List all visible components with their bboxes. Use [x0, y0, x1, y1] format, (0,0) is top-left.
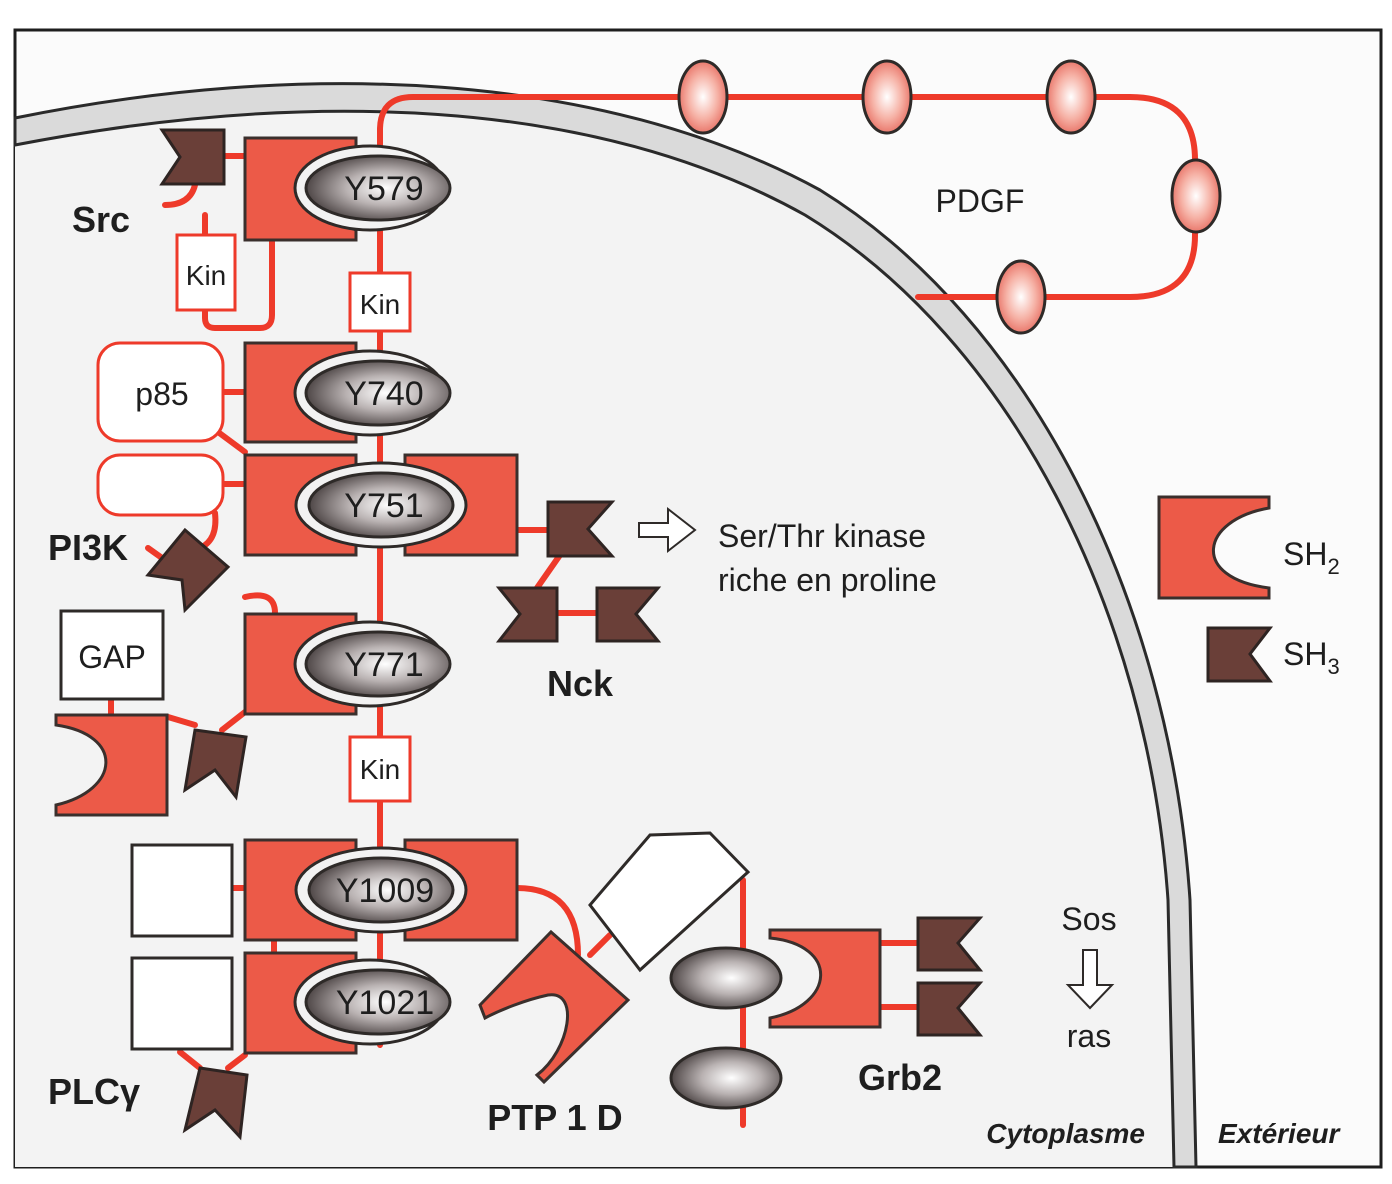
svg-text:Y751: Y751: [344, 487, 423, 525]
pdgf-bead: [995, 259, 1047, 335]
nck-sh3-domain-3: [595, 586, 662, 643]
phosphotyrosine-y1009: Y1009: [294, 846, 468, 934]
ptp1d-label: PTP 1 D: [487, 1097, 622, 1138]
legend-sh3-label: SH3: [1283, 636, 1340, 679]
arrow-down-icon: [1065, 949, 1115, 1010]
plcg-label: PLCγ: [48, 1071, 140, 1112]
receptor-kinase-box-1: Kin: [348, 271, 412, 333]
sos-label: Sos: [1061, 901, 1116, 937]
legend-sh3-symbol: [1206, 626, 1274, 683]
grb2-phosphotyrosine-2: [669, 1046, 783, 1110]
svg-text:Y1009: Y1009: [336, 872, 434, 910]
pdgf-bead: [1045, 59, 1097, 135]
gap-sh2-domain: [54, 713, 169, 817]
pdgf-label: PDGF: [936, 183, 1025, 219]
exterior-label: Extérieur: [1218, 1118, 1341, 1149]
phosphotyrosine-y751: Y751: [294, 461, 468, 549]
legend: SH2 SH3: [1157, 495, 1340, 683]
pi3k-label: PI3K: [48, 527, 128, 568]
svg-text:Kin: Kin: [360, 754, 400, 785]
plcg-box-1: [130, 843, 234, 938]
ptp1d-protein: PTP 1 D: [403, 831, 751, 1138]
svg-text:Kin: Kin: [360, 289, 400, 320]
pi3k-sh3-domain: [145, 527, 231, 614]
pi3k-catalytic-box: [96, 453, 225, 517]
svg-text:Y579: Y579: [344, 170, 423, 208]
cell-membrane: [13, 82, 1198, 1169]
src-kinase-box: [175, 233, 237, 312]
plcg-sh3-domain: [182, 1066, 249, 1141]
pdgf-bead: [677, 59, 729, 135]
ptp1d-sh2-domain: [478, 929, 631, 1085]
phosphotyrosine-y740: Y740: [293, 349, 452, 437]
grb2-protein: Grb2 Sos ras: [669, 901, 1117, 1110]
phosphotyrosine-y1021: Y1021: [293, 958, 452, 1046]
gap-box: [59, 609, 165, 701]
arrow-right-icon: [638, 506, 697, 554]
gap-sh3-domain: [182, 728, 248, 801]
nck-protein: Nck Ser/Thr kinase riche en proline: [403, 453, 937, 704]
cytoplasm-label: Cytoplasme: [986, 1118, 1145, 1149]
nck-sh3-domain-1: [546, 500, 616, 558]
grb2-sh3-domain-1: [916, 916, 984, 972]
src-label: Src: [72, 199, 130, 240]
pi3k-protein: p85 PI3K: [48, 341, 358, 614]
phosphotyrosine-y771: Y771: [293, 620, 452, 708]
pdgf-ligand: PDGF: [377, 59, 1222, 335]
svg-text:Kin: Kin: [186, 260, 226, 291]
svg-text:Y771: Y771: [344, 646, 423, 684]
nck-effect-line2: riche en proline: [718, 562, 937, 598]
nck-sh3-domain-2: [495, 586, 559, 643]
gap-protein: GAP: [54, 592, 358, 817]
svg-text:Y1021: Y1021: [336, 984, 434, 1022]
ras-label: ras: [1067, 1018, 1111, 1054]
grb2-sh3-domain-2: [916, 981, 984, 1037]
svg-text:Y740: Y740: [344, 375, 423, 413]
ptp1d-catalytic-box: [588, 831, 751, 973]
grb2-sh2-domain: [768, 928, 882, 1029]
grb2-label: Grb2: [858, 1057, 942, 1098]
nck-label: Nck: [547, 663, 614, 704]
pdgf-bead: [1170, 158, 1222, 234]
phosphotyrosine-y579: Y579: [293, 144, 452, 232]
p85-box: [96, 341, 225, 443]
grb2-phosphotyrosine-1: [669, 946, 783, 1010]
nck-effect-line1: Ser/Thr kinase: [718, 518, 926, 554]
plcg-box-2: [130, 956, 234, 1051]
p85-label: p85: [135, 376, 188, 412]
receptor-kinase-box-2: Kin: [348, 735, 412, 803]
legend-sh2-symbol: [1157, 495, 1271, 600]
gap-label: GAP: [78, 639, 146, 675]
legend-sh2-label: SH2: [1283, 536, 1340, 579]
src-sh3-domain: [159, 128, 226, 186]
pdgf-bead: [861, 59, 913, 135]
